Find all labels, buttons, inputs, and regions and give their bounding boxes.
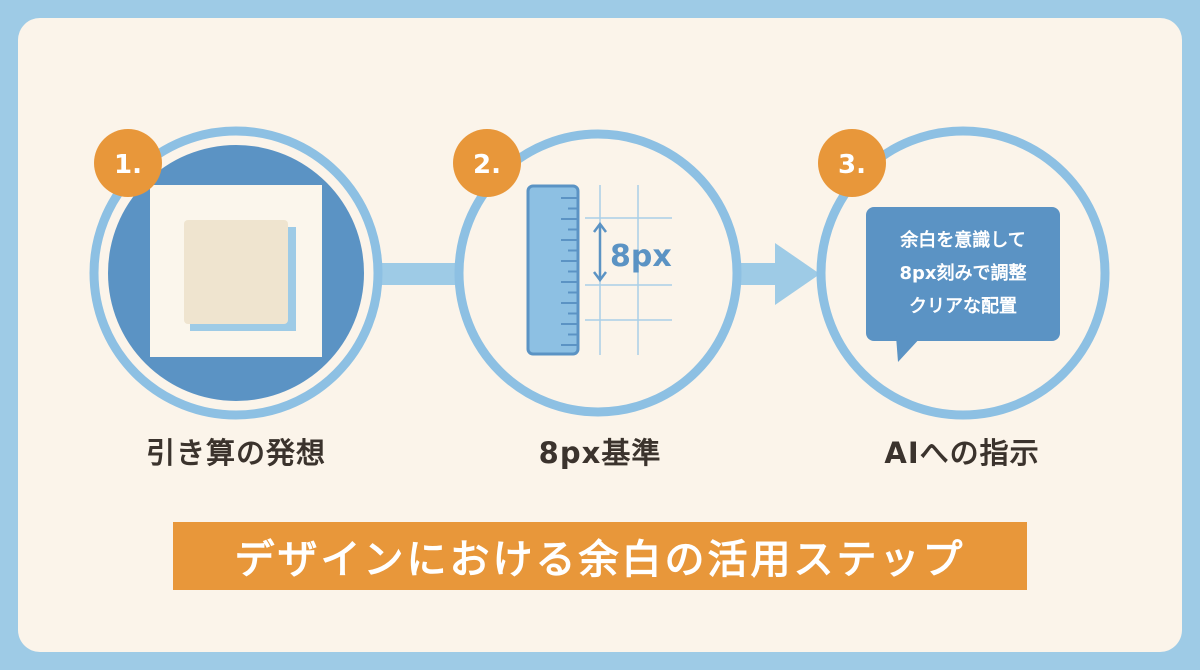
square-frame-icon — [150, 185, 322, 357]
bubble-line-3: クリアな配置 — [909, 296, 1017, 317]
bubble-line-1: 余白を意識して — [899, 229, 1025, 251]
banner-title: デザインにおける余白の活用ステップ — [173, 522, 1027, 590]
step-3-circle: 余白を意識して 8px刻みで調整 クリアな配置 — [816, 126, 1110, 420]
speech-bubble-icon — [866, 207, 1060, 362]
step-3-badge: 3. — [818, 129, 886, 197]
step-1-label: 引き算の発想 — [145, 436, 326, 470]
step-2-circle: 8px — [454, 129, 742, 417]
step-2-label: 8px基準 — [538, 436, 662, 470]
measure-label: 8px — [610, 239, 672, 274]
step-2-badge: 2. — [453, 129, 521, 197]
step-1-circle — [89, 126, 383, 420]
step-3-label: AIへの指示 — [884, 436, 1040, 470]
bubble-line-2: 8px刻みで調整 — [899, 262, 1026, 284]
measure-arrow — [593, 221, 607, 283]
connector-1-2 — [375, 263, 465, 285]
step-1-badge: 1. — [94, 129, 162, 197]
ruler-icon — [526, 184, 580, 356]
svg-text:3.: 3. — [838, 150, 866, 180]
svg-text:1.: 1. — [114, 150, 142, 180]
svg-text:2.: 2. — [473, 150, 501, 180]
arrow-right-icon — [737, 243, 820, 305]
